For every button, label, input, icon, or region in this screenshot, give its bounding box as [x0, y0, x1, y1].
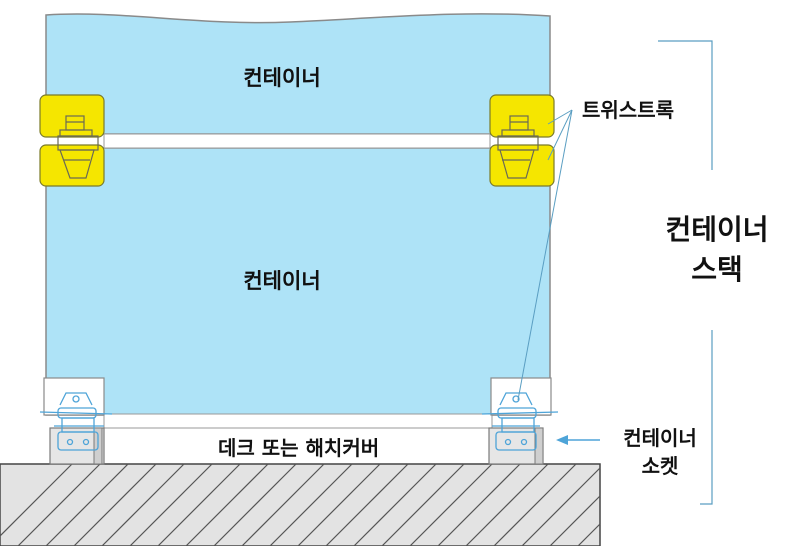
container-socket-label-line2: 소켓 [641, 454, 679, 478]
deck-hatch-label: 데크 또는 해치커버 [218, 436, 380, 460]
container-stack-label: 컨테이너 스택 [652, 210, 782, 290]
container-socket-label: 컨테이너 소켓 [612, 424, 708, 480]
container-top-label: 컨테이너 [243, 66, 321, 90]
container-stack-label-line2: 스택 [691, 253, 743, 286]
twistlock-right [489, 94, 555, 187]
container-gap [103, 133, 491, 149]
container-top [45, 13, 551, 135]
container-socket-label-line1: 컨테이너 [623, 426, 697, 450]
socket-left [39, 377, 113, 465]
socket-arrow [556, 435, 600, 445]
socket-right [481, 377, 559, 465]
twistlock-label: 트위스트록 [582, 98, 674, 122]
container-bottom-label: 컨테이너 [243, 269, 321, 293]
deck-strip [103, 413, 493, 429]
ground [0, 463, 601, 546]
twistlock-left [39, 94, 105, 187]
twistlock-leader-lines [517, 109, 573, 401]
stack-bracket [658, 40, 713, 505]
container-stack-label-line1: 컨테이너 [665, 213, 769, 246]
container-bottom [45, 147, 551, 416]
